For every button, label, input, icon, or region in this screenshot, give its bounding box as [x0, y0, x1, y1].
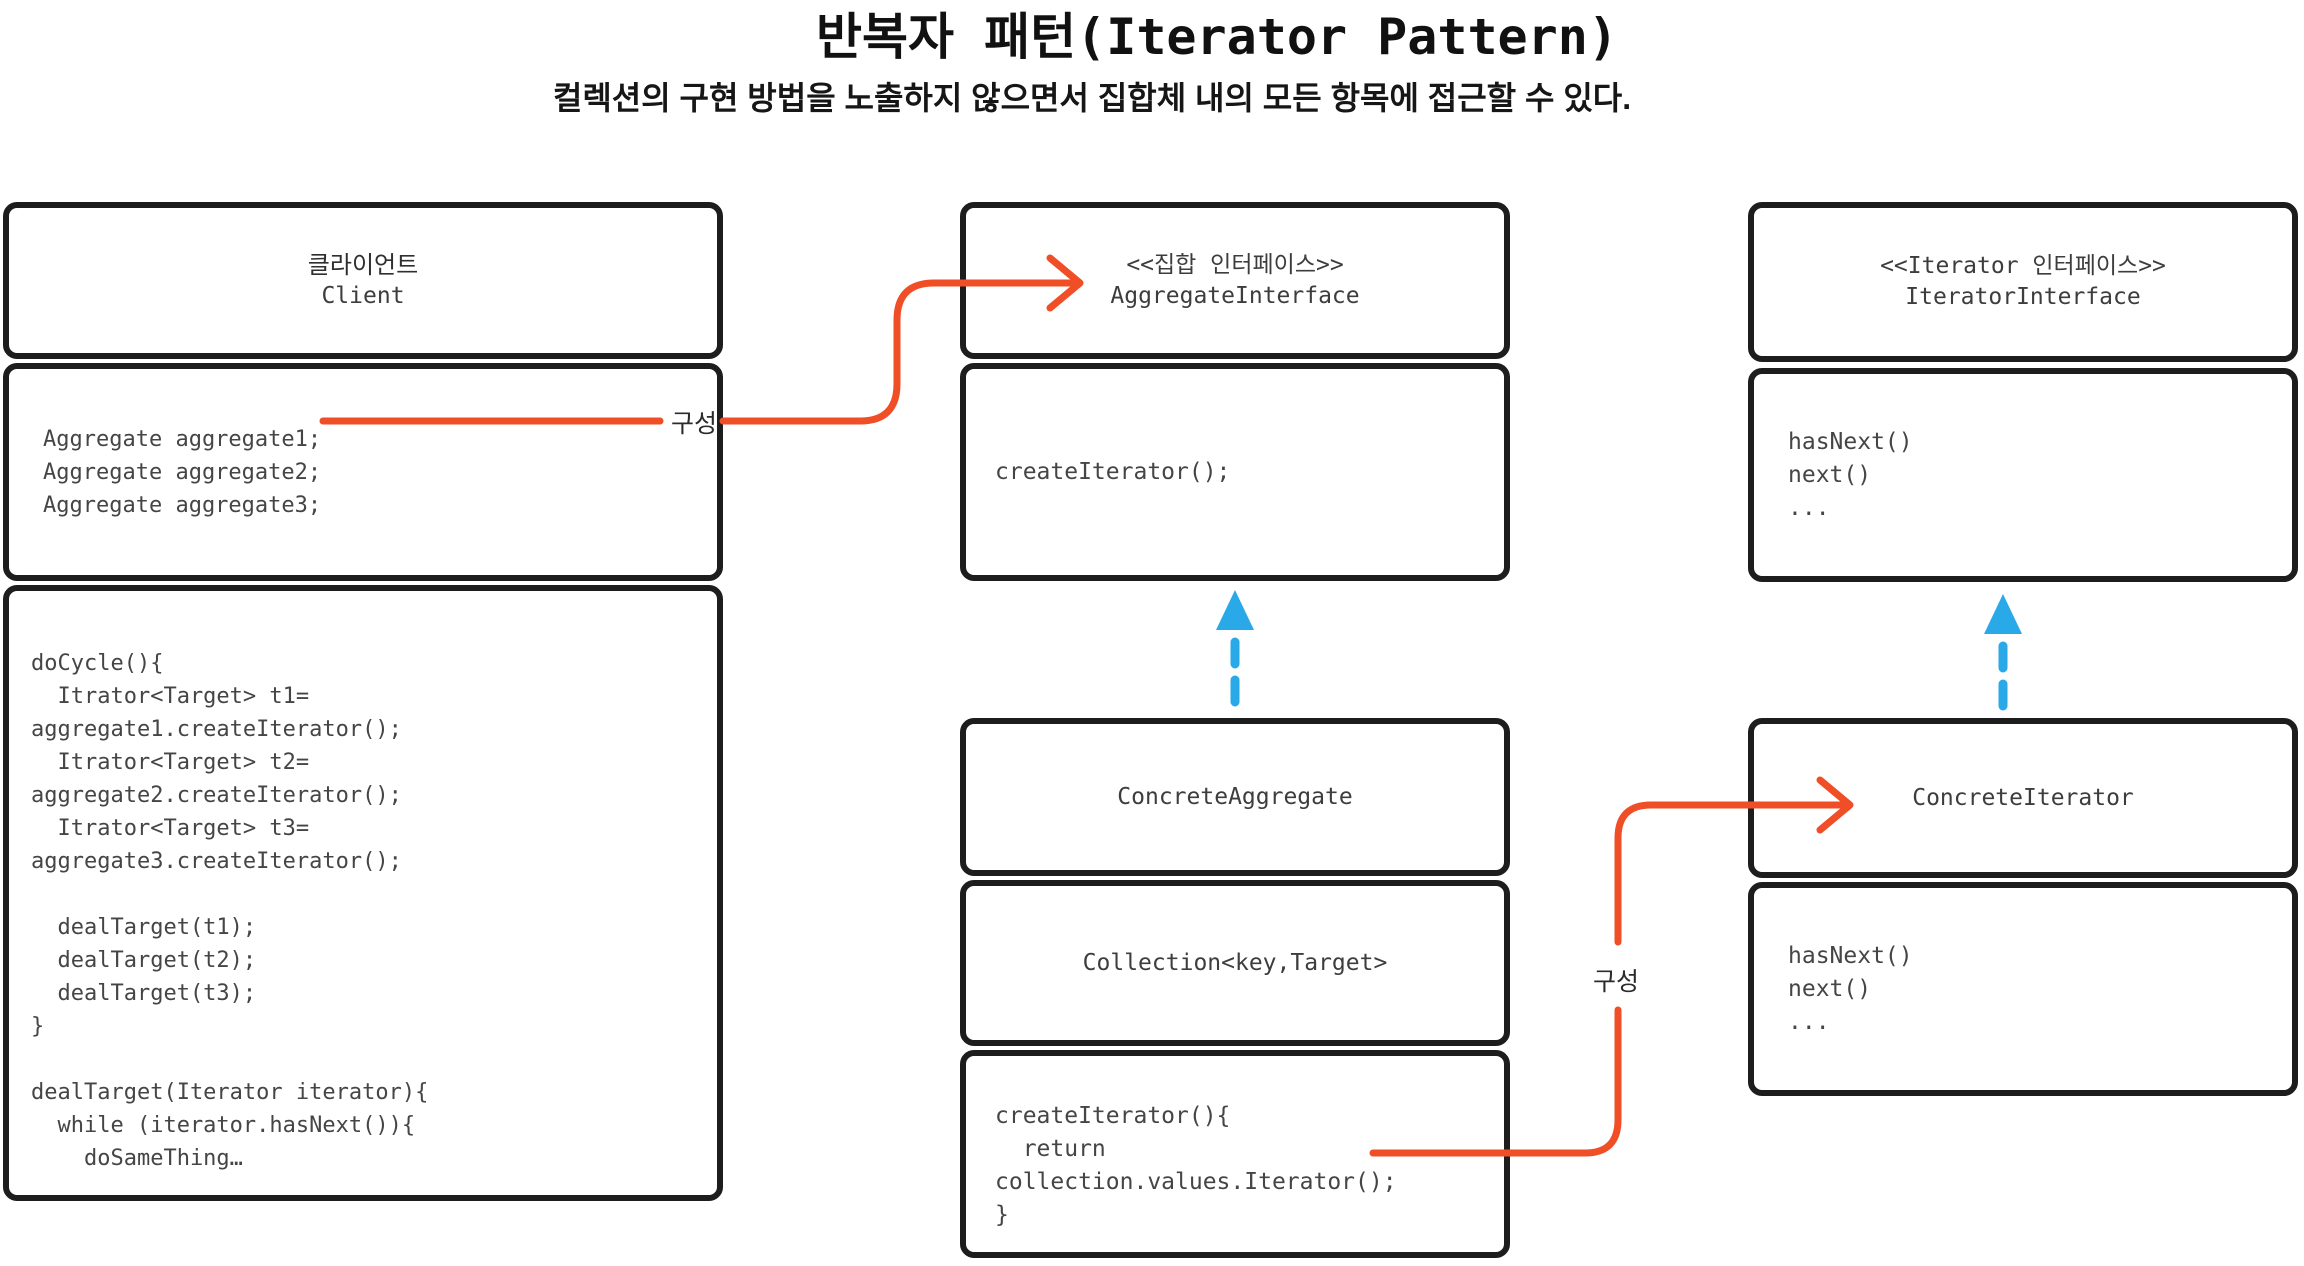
- concrete-aggregate-code-line: }: [995, 1202, 1009, 1228]
- realization-arrow-concreteiterator-to-iteratorinterface: [1984, 594, 2022, 721]
- iterator-interface-method-line: ...: [1788, 494, 1830, 521]
- concrete-aggregate-code-box: createIterator(){ return collection.valu…: [960, 1050, 1510, 1258]
- client-field-line: Aggregate aggregate2;: [43, 459, 322, 485]
- page-subtitle: 컬렉션의 구현 방법을 노출하지 않으면서 집합체 내의 모든 항목에 접근할 …: [552, 80, 1632, 116]
- concrete-aggregate-field: Collection<key,Target>: [1082, 949, 1388, 976]
- client-code-line: doSameThing…: [31, 1146, 243, 1171]
- iterator-interface-stereotype: <<Iterator 인터페이스>>: [1880, 253, 2166, 279]
- aggregate-interface-methods-box: createIterator();: [960, 363, 1510, 581]
- client-fields-box: Aggregate aggregate1; Aggregate aggregat…: [3, 363, 723, 581]
- composition-label: 구성: [671, 410, 718, 438]
- concrete-aggregate-code-line: collection.values.Iterator();: [995, 1169, 1397, 1195]
- client-code-line: while (iterator.hasNext()){: [31, 1113, 416, 1138]
- client-code-line: [31, 878, 707, 911]
- client-code-line: aggregate3.createIterator();: [31, 849, 402, 874]
- concrete-iterator-name: ConcreteIterator: [1912, 784, 2134, 811]
- client-code-line: dealTarget(t3);: [31, 981, 257, 1006]
- aggregate-interface-method-line: createIterator();: [995, 458, 1231, 485]
- client-code-box: doCycle(){ Itrator<Target> t1= aggregate…: [3, 585, 723, 1201]
- page-title: 반복자 패턴(Iterator Pattern): [816, 8, 1618, 66]
- client-code-line: Itrator<Target> t3=: [31, 816, 310, 841]
- concrete-aggregate-field-box: Collection<key,Target>: [960, 880, 1510, 1046]
- client-code-line: doCycle(){: [31, 651, 164, 676]
- iterator-interface-method-line: hasNext(): [1788, 428, 1913, 455]
- concrete-aggregate-code-line: return: [995, 1136, 1106, 1162]
- client-code-line: dealTarget(t1);: [31, 915, 257, 940]
- arrowhead-up-icon: [1216, 590, 1254, 630]
- client-code-line: dealTarget(Iterator iterator){: [31, 1080, 429, 1105]
- concrete-aggregate-code-line: createIterator(){: [995, 1103, 1231, 1129]
- aggregate-interface-stereotype: <<집합 인터페이스>>: [1126, 251, 1344, 278]
- concrete-iterator-header-box: ConcreteIterator: [1748, 718, 2298, 878]
- concrete-iterator-method-line: ...: [1788, 1008, 1830, 1035]
- iterator-interface-header-box: <<Iterator 인터페이스>> IteratorInterface: [1748, 202, 2298, 362]
- client-code-line: aggregate2.createIterator();: [31, 783, 402, 808]
- client-title-ko: 클라이언트: [307, 251, 419, 279]
- iterator-interface-method-line: next(): [1788, 461, 1872, 488]
- realization-arrow-concreteaggregate-to-aggregateinterface: [1216, 590, 1254, 721]
- concrete-iterator-method-line: next(): [1788, 975, 1872, 1002]
- client-code-line: dealTarget(t2);: [31, 948, 257, 973]
- concrete-iterator-methods-box: hasNext() next() ...: [1748, 882, 2298, 1096]
- client-title-en: Client: [321, 282, 405, 309]
- client-code-line: aggregate1.createIterator();: [31, 717, 402, 742]
- concrete-aggregate-name: ConcreteAggregate: [1117, 783, 1353, 810]
- iterator-interface-methods-box: hasNext() next() ...: [1748, 368, 2298, 582]
- client-code-line: Itrator<Target> t2=: [31, 750, 310, 775]
- client-code-line: Itrator<Target> t1=: [31, 684, 310, 709]
- composition-label: 구성: [1593, 968, 1640, 996]
- client-code-line: [31, 1043, 707, 1076]
- client-header-box: 클라이언트 Client: [3, 202, 723, 359]
- concrete-aggregate-header-box: ConcreteAggregate: [960, 718, 1510, 876]
- client-code-line: }: [31, 1014, 45, 1039]
- arrowhead-up-icon: [1984, 594, 2022, 634]
- iterator-interface-name: IteratorInterface: [1905, 284, 2141, 310]
- concrete-iterator-method-line: hasNext(): [1788, 942, 1913, 969]
- client-field-line: Aggregate aggregate1;: [43, 426, 322, 452]
- aggregate-interface-header-box: <<집합 인터페이스>> AggregateInterface: [960, 202, 1510, 359]
- client-field-line: Aggregate aggregate3;: [43, 492, 322, 518]
- aggregate-interface-name: AggregateInterface: [1110, 282, 1360, 309]
